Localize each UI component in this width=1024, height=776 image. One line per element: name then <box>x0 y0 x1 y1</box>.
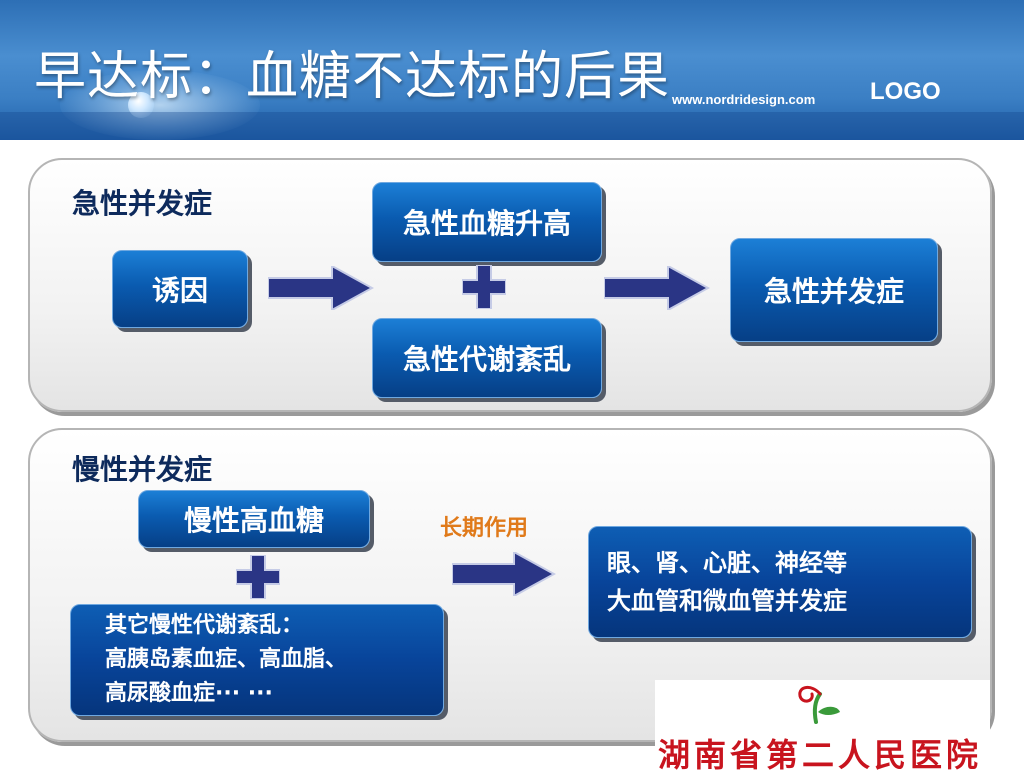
water-drop-icon <box>128 92 154 118</box>
arrow-right-icon <box>604 266 710 310</box>
chronic-hyperglycemia-box: 慢性高血糖 <box>138 490 370 548</box>
other-disorders-line-3: 高尿酸血症··· ··· <box>105 681 273 706</box>
plus-icon <box>462 265 506 309</box>
hospital-logo-area <box>655 680 990 768</box>
acute-metabolic-disorder-box: 急性代谢紊乱 <box>372 318 602 398</box>
hospital-name: 湖南省第二人民医院 <box>658 736 983 774</box>
water-splash-decoration <box>60 70 260 140</box>
result-line-2: 大血管和微血管并发症 <box>607 587 847 615</box>
trigger-box: 诱因 <box>112 250 248 328</box>
long-term-effect-label: 长期作用 <box>440 516 529 541</box>
chronic-panel-label: 慢性并发症 <box>72 453 213 486</box>
acute-complication-result-box: 急性并发症 <box>730 238 938 342</box>
header-band <box>0 112 1024 140</box>
other-metabolic-disorders-box: 其它慢性代谢紊乱： 高胰岛素血症、高血脂、 高尿酸血症··· ··· <box>70 604 444 716</box>
website-url: www.nordridesign.com <box>672 92 816 107</box>
arrow-right-icon <box>268 266 374 310</box>
plus-icon <box>236 555 280 599</box>
slide-title: 早达标：血糖不达标的后果 <box>34 47 671 107</box>
sprout-logo-icon <box>798 686 840 724</box>
result-line-1: 眼、肾、心脏、神经等 <box>607 549 847 577</box>
other-disorders-line-2: 高胰岛素血症、高血脂、 <box>105 647 348 672</box>
chronic-complication-result-box: 眼、肾、心脏、神经等 大血管和微血管并发症 <box>588 526 972 638</box>
acute-hyperglycemia-box: 急性血糖升高 <box>372 182 602 262</box>
arrow-right-icon <box>452 552 556 596</box>
other-disorders-line-1: 其它慢性代谢紊乱： <box>105 613 304 638</box>
acute-panel-label: 急性并发症 <box>72 187 213 220</box>
logo-text: LOGO <box>870 78 941 105</box>
slide-header <box>0 0 1024 140</box>
